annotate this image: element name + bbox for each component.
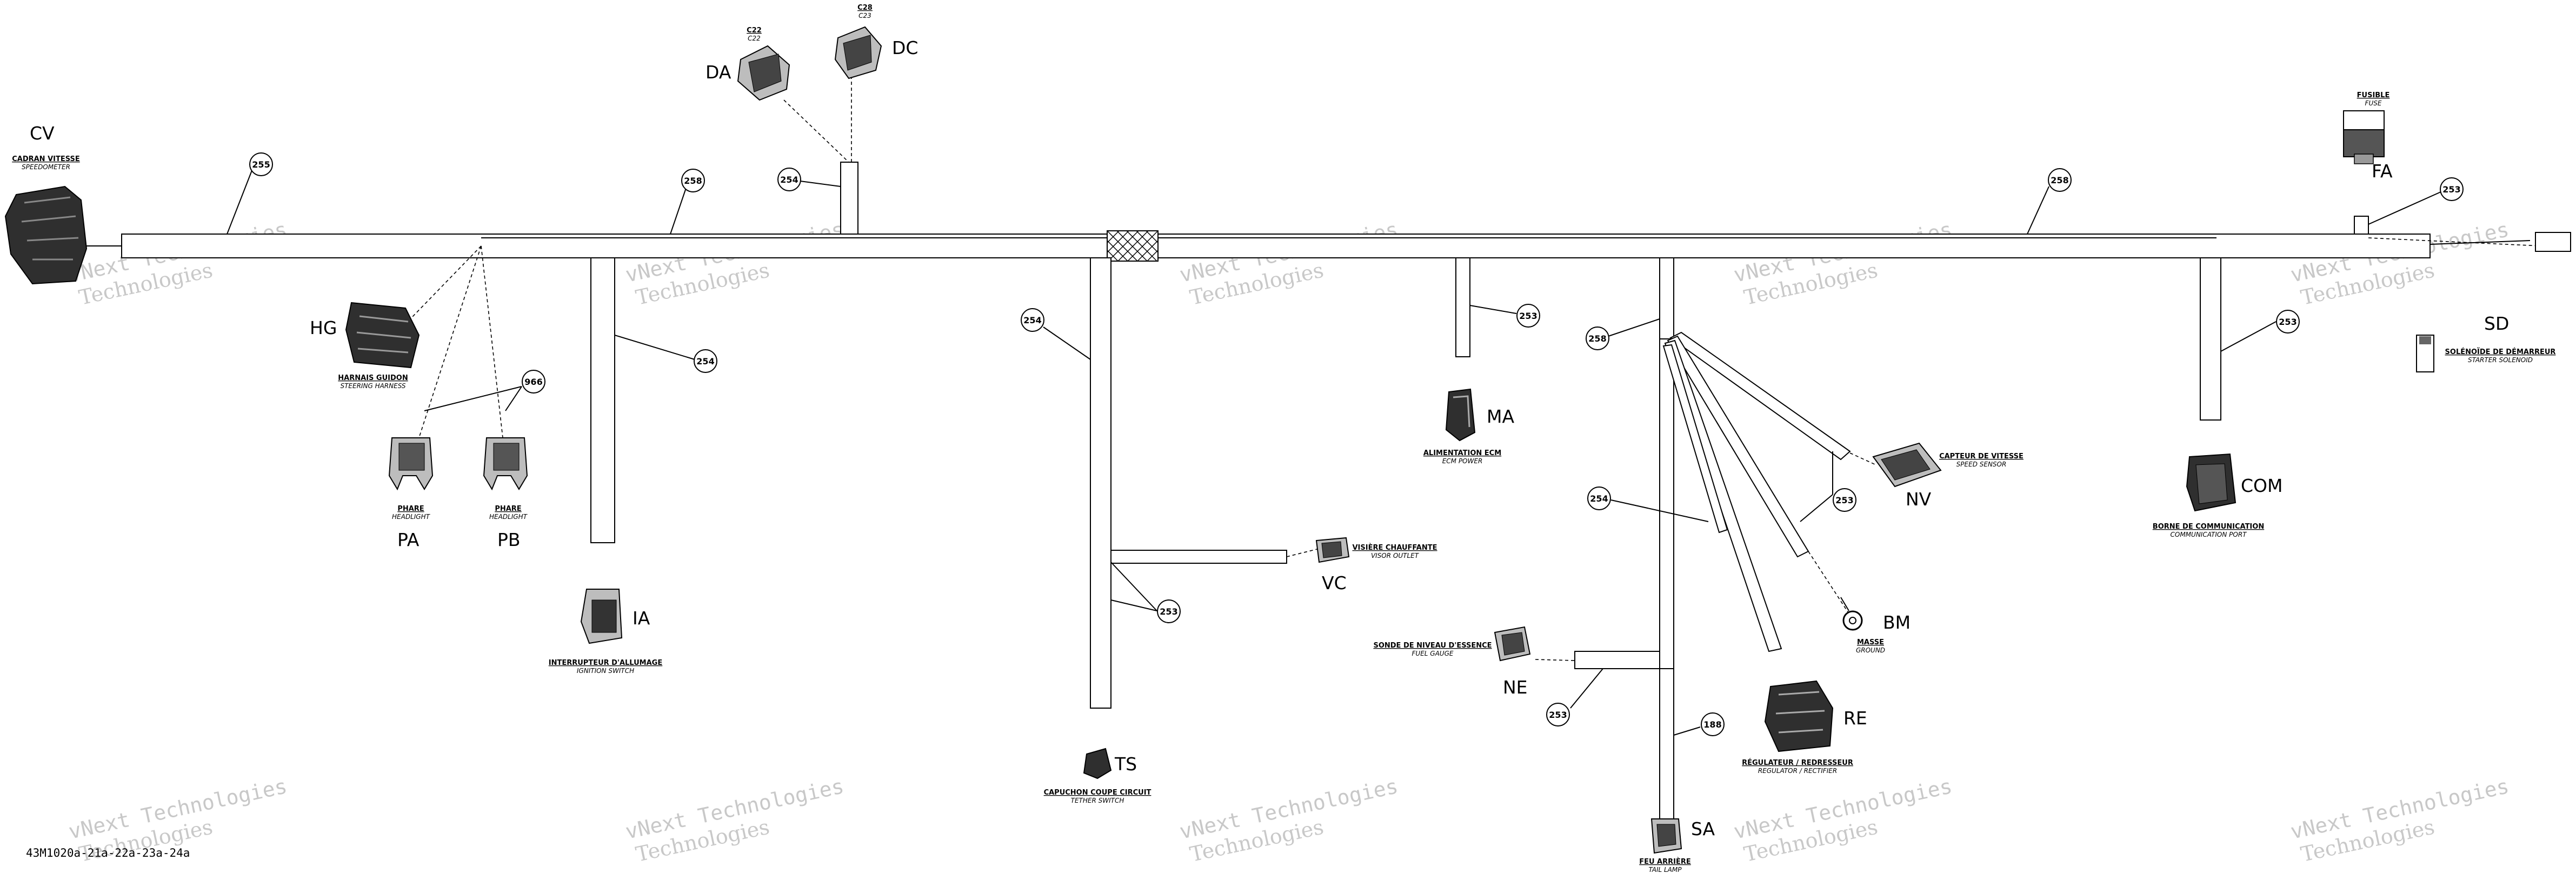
component-label-ts-en: TETHER SWITCH [1071, 797, 1124, 804]
connector-ne: NE SONDE DE NIVEAU D'ESSENCE FUEL GAUGE [1373, 626, 1531, 698]
harness-branches [590, 162, 2369, 819]
component-label-hg-en: STEERING HARNESS [340, 382, 405, 390]
callout-258: 258 [1588, 334, 1606, 344]
component-label-ne: SONDE DE NIVEAU D'ESSENCE [1373, 642, 1492, 650]
connector-sa: SA FEU ARRIÈRE TAIL LAMP [1639, 818, 1715, 874]
harness-trunk [76, 230, 2531, 262]
component-code-sa: SA [1691, 818, 1715, 839]
component-label-sd-en: STARTER SOLENOID [2468, 356, 2533, 364]
connector-nv: NV CAPTEUR DE VITESSE SPEED SENSOR [1872, 442, 2023, 510]
component-label-re: RÉGULATEUR / REDRESSEUR [1742, 758, 1853, 767]
component-label-ia: INTERRUPTEUR D'ALLUMAGE [549, 659, 662, 667]
component-label-fa-en: FUSE [2365, 99, 2382, 107]
diagram-reference: 43M1020a-21a-22a-23a-24a [26, 846, 190, 859]
connector-com: COM BORNE DE COMMUNICATION COMMUNICATION… [2153, 453, 2283, 538]
callout-258: 258 [2051, 175, 2068, 185]
component-label-cv: CADRAN VITESSE [12, 155, 80, 163]
connector-hg: HG HARNAIS GUIDON STEERING HARNESS [310, 302, 420, 390]
component-label-pa: PHARE [397, 505, 424, 513]
component-label-bm-en: GROUND [1856, 646, 1885, 654]
connector-da: DA C22 C22 [705, 26, 790, 101]
callout-254: 254 [1023, 315, 1041, 325]
callout-254: 254 [696, 356, 714, 366]
component-label-dc: C28 [857, 4, 873, 12]
component-label-cv-en: SPEEDOMETER [22, 163, 70, 171]
component-code-da: DA [705, 62, 731, 83]
callouts: 255 258 254 254 966 254 253 253 258 254 [227, 152, 2464, 736]
component-label-com-en: COMMUNICATION PORT [2171, 531, 2248, 538]
component-label-pb-en: HEADLIGHT [489, 513, 528, 521]
component-code-pa: PA [397, 529, 420, 550]
connector-vc: VC VISIÈRE CHAUFFANTE VISOR OUTLET [1315, 537, 1437, 594]
component-label-sd: SOLÉNOÏDE DE DÉMARREUR [2445, 348, 2556, 356]
component-label-ma: ALIMENTATION ECM [1423, 449, 1501, 457]
component-label-fa: FUSIBLE [2357, 91, 2390, 99]
connector-pb: PB PHARE HEADLIGHT [483, 437, 528, 550]
callout-258: 258 [684, 176, 702, 186]
callout-966: 966 [524, 377, 542, 387]
callout-253: 253 [2279, 317, 2297, 327]
component-label-com: BORNE DE COMMUNICATION [2153, 523, 2264, 531]
component-code-dc: DC [892, 37, 918, 58]
connector-cv: CV CADRAN VITESSE SPEEDOMETER [4, 123, 88, 285]
connector-re: RE RÉGULATEUR / REDRESSEUR REGULATOR / R… [1742, 680, 1867, 775]
component-code-ne: NE [1503, 677, 1528, 698]
connector-bm: BM MASSE GROUND [1840, 597, 1911, 654]
component-label-da-en: C22 [748, 35, 761, 42]
component-code-re: RE [1843, 708, 1867, 729]
component-code-bm: BM [1883, 612, 1911, 633]
component-label-pa-en: HEADLIGHT [392, 513, 431, 521]
component-label-ts: CAPUCHON COUPE CIRCUIT [1044, 789, 1151, 797]
callout-253: 253 [1835, 495, 1853, 505]
connector-pa: PA PHARE HEADLIGHT [388, 437, 434, 550]
connector-sd: SD SOLÉNOÏDE DE DÉMARREUR STARTER SOLENO… [2416, 232, 2571, 372]
callout-253: 253 [1519, 311, 1537, 321]
connector-ts: TS CAPUCHON COUPE CIRCUIT TETHER SWITCH [1044, 748, 1151, 804]
component-label-bm: MASSE [1857, 638, 1884, 646]
component-label-ia-en: IGNITION SWITCH [577, 667, 634, 675]
component-code-ts: TS [1114, 754, 1137, 775]
component-label-sa: FEU ARRIÈRE [1639, 857, 1691, 866]
component-label-ma-en: ECM POWER [1442, 457, 1483, 465]
callout-254: 254 [780, 175, 798, 185]
component-label-da: C22 [747, 26, 762, 35]
callout-253: 253 [2442, 184, 2460, 195]
component-code-sd: SD [2484, 313, 2509, 334]
component-code-com: COM [2241, 475, 2283, 496]
callout-253: 253 [1549, 710, 1567, 720]
component-code-cv: CV [30, 123, 55, 144]
watermarks: vNext Technologies Technologies vNext Te… [66, 217, 2511, 866]
callout-255: 255 [252, 159, 270, 170]
component-code-ma: MA [1487, 406, 1514, 427]
component-code-hg: HG [310, 317, 337, 338]
callout-254: 254 [1590, 494, 1608, 504]
component-label-re-en: REGULATOR / RECTIFIER [1758, 767, 1837, 775]
component-code-fa: FA [2372, 161, 2393, 182]
component-code-ia: IA [633, 608, 650, 629]
component-code-pb: PB [497, 529, 521, 550]
component-label-pb: PHARE [495, 505, 521, 513]
callout-253: 253 [1160, 606, 1177, 617]
component-label-hg: HARNAIS GUIDON [338, 374, 408, 382]
component-label-sa-en: TAIL LAMP [1649, 866, 1682, 874]
component-label-vc: VISIÈRE CHAUFFANTE [1353, 543, 1437, 552]
connector-dc: DC C28 C23 [834, 4, 918, 79]
component-label-ne-en: FUEL GAUGE [1412, 650, 1454, 657]
component-label-vc-en: VISOR OUTLET [1371, 552, 1420, 559]
component-label-dc-en: C23 [858, 12, 871, 19]
component-code-nv: NV [1906, 489, 1932, 510]
component-label-nv-en: SPEED SENSOR [1956, 461, 2007, 468]
component-code-vc: VC [1322, 572, 1347, 594]
connector-ia: IA INTERRUPTEUR D'ALLUMAGE IGNITION SWIT… [549, 589, 662, 675]
connector-fa: FA FUSIBLE FUSE [2343, 91, 2393, 182]
connector-ma: MA ALIMENTATION ECM ECM POWER [1423, 388, 1514, 465]
component-label-nv: CAPTEUR DE VITESSE [1939, 452, 2023, 461]
callout-188: 188 [1703, 719, 1721, 730]
